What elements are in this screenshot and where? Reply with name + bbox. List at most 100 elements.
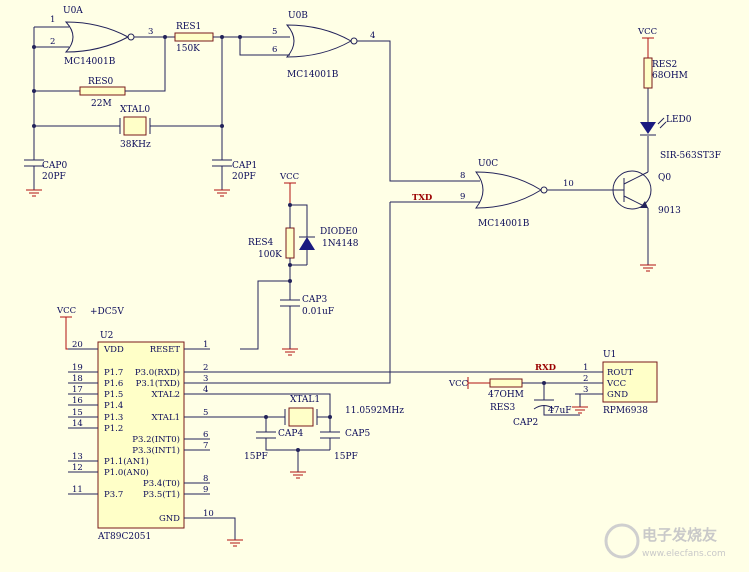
vcc-symbol: VCC	[637, 27, 657, 39]
mcu-pin-name: P3.0(RXD)	[135, 367, 180, 378]
cap-ref: CAP5	[345, 429, 370, 439]
res-ref: RES1	[176, 22, 201, 32]
crystal-body	[123, 116, 147, 136]
mcu-pin-name: P3.3(INT1)	[132, 445, 180, 456]
resistor-res0: RES0 22M	[79, 77, 145, 109]
ic-part: AT89C2051	[97, 532, 151, 542]
transistor-q0: Q0 9013	[612, 170, 681, 216]
mcu-pin-name: XTAL1	[152, 413, 180, 423]
gate-u0a: U0A MC14001B 1 2 3	[50, 6, 153, 67]
junction	[238, 35, 242, 39]
diode-ref: DIODE0	[320, 227, 358, 237]
diode-triangle	[299, 237, 315, 250]
mcu-pin-number: 10	[203, 509, 214, 519]
wire	[543, 406, 580, 416]
pin-number: 8	[460, 171, 465, 181]
watermark-url: www.elecfans.com	[642, 549, 726, 559]
mcu-pin-name: P1.2	[104, 424, 123, 434]
pin-number: 5	[272, 27, 277, 37]
mcu-pin-number: 16	[72, 396, 83, 406]
cap-value: 15PF	[244, 452, 268, 462]
wire	[290, 204, 308, 228]
mcu-pin-number: 2	[203, 363, 208, 373]
mcu-pin-name: P3.4(T0)	[143, 478, 180, 489]
wire	[65, 317, 68, 350]
resistor-res2: RES2 68OHM	[643, 57, 688, 89]
diode-part: 1N4148	[322, 239, 359, 249]
mcu-pin-number: 20	[72, 340, 83, 350]
mcu-pin-name: P3.2(INT0)	[132, 434, 180, 445]
xtal-value: 11.0592MHz	[345, 406, 404, 416]
ic-part: RPM6938	[603, 406, 648, 416]
mcu-pin-name: P1.0(AN0)	[104, 467, 149, 478]
vcc-symbol: VCC	[56, 306, 76, 318]
pin-number: 3	[148, 27, 153, 37]
mcu-pin-name: GND	[159, 514, 180, 524]
mcu-u2: U2 AT89C2051	[97, 331, 185, 542]
ic-ref: U2	[100, 331, 113, 341]
res-ref: RES4	[248, 238, 274, 248]
supply-label: +DC5V	[90, 307, 124, 317]
diode-diode0: DIODE0 1N4148	[299, 227, 359, 265]
vcc-symbol: VCC	[448, 377, 469, 389]
resistor-body	[174, 32, 214, 42]
nor-gate-symbol	[474, 171, 542, 209]
mcu-pin-number: 5	[203, 408, 208, 418]
mcu-pin-number: 18	[72, 374, 83, 384]
watermark-logo-icon	[604, 523, 640, 559]
res-value: 68OHM	[652, 71, 688, 81]
wire	[265, 438, 330, 451]
crystal-xtal1: XTAL1 11.0592MHz	[284, 395, 404, 427]
junction	[288, 263, 292, 267]
led-part: SIR-563ST3F	[660, 151, 721, 161]
ground-symbol	[282, 348, 298, 356]
mcu-pin-number: 8	[203, 474, 208, 484]
ground-symbol	[227, 539, 243, 547]
vcc-label: VCC	[448, 379, 468, 389]
mcu-pin-number: 15	[72, 408, 83, 418]
cap-ref: CAP3	[302, 295, 327, 305]
junction	[220, 35, 224, 39]
ground-symbol	[290, 471, 306, 479]
res-ref: RES2	[652, 60, 677, 70]
resistor-body	[285, 227, 295, 259]
capacitor-cap1: CAP1 20PF	[212, 159, 257, 190]
vcc-label: VCC	[56, 306, 76, 316]
cap-ref: CAP2	[513, 418, 538, 428]
pin-number: 10	[563, 179, 574, 189]
resistor-res4: RES4 100K	[248, 205, 295, 260]
resistor-body	[489, 378, 523, 388]
mcu-pin-number: 13	[72, 452, 83, 462]
junction	[163, 35, 167, 39]
receiver-pin-number: 1	[583, 363, 588, 373]
pin-number: 1	[50, 15, 55, 25]
crystal-xtal0: XTAL0 38KHz	[34, 105, 222, 150]
gate-part: MC14001B	[478, 219, 530, 229]
gate-ref: U0B	[288, 11, 308, 21]
receiver-pin-name: ROUT	[607, 368, 634, 378]
cap-value: 20PF	[232, 172, 256, 182]
receiver-pin-name: VCC	[606, 379, 626, 389]
mcu-pin-number: 12	[72, 463, 83, 473]
led-emission-arrow	[659, 121, 667, 129]
net-label-rxd: RXD	[535, 363, 557, 373]
res-value: 22M	[91, 99, 112, 109]
gate-part: MC14001B	[64, 57, 116, 67]
wire	[239, 37, 290, 56]
gate-u0b: U0B MC14001B 5 6 4	[272, 11, 375, 80]
vcc-label: VCC	[279, 172, 299, 182]
wire	[145, 37, 166, 92]
junction	[296, 448, 300, 452]
vcc-label: VCC	[637, 27, 657, 37]
net-label-txd: TXD	[412, 193, 433, 203]
cap-value: 20PF	[42, 172, 66, 182]
junction	[288, 279, 292, 283]
mcu-pin-number: 4	[203, 385, 208, 395]
wire	[210, 517, 236, 540]
gate-ref: U0C	[478, 159, 498, 169]
wire	[575, 393, 581, 407]
nor-gate-symbol	[64, 21, 130, 53]
